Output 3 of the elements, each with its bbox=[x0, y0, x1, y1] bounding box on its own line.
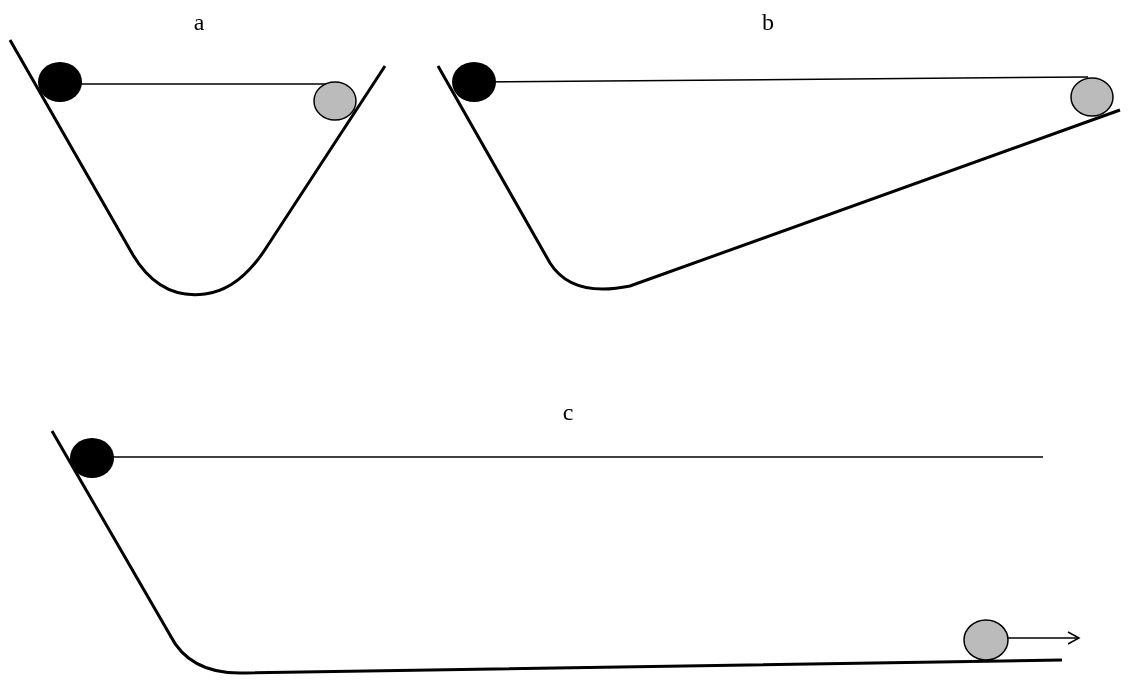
panel-label: a bbox=[193, 10, 205, 34]
panel-label: c bbox=[562, 400, 574, 424]
panel-label: b bbox=[762, 10, 774, 34]
